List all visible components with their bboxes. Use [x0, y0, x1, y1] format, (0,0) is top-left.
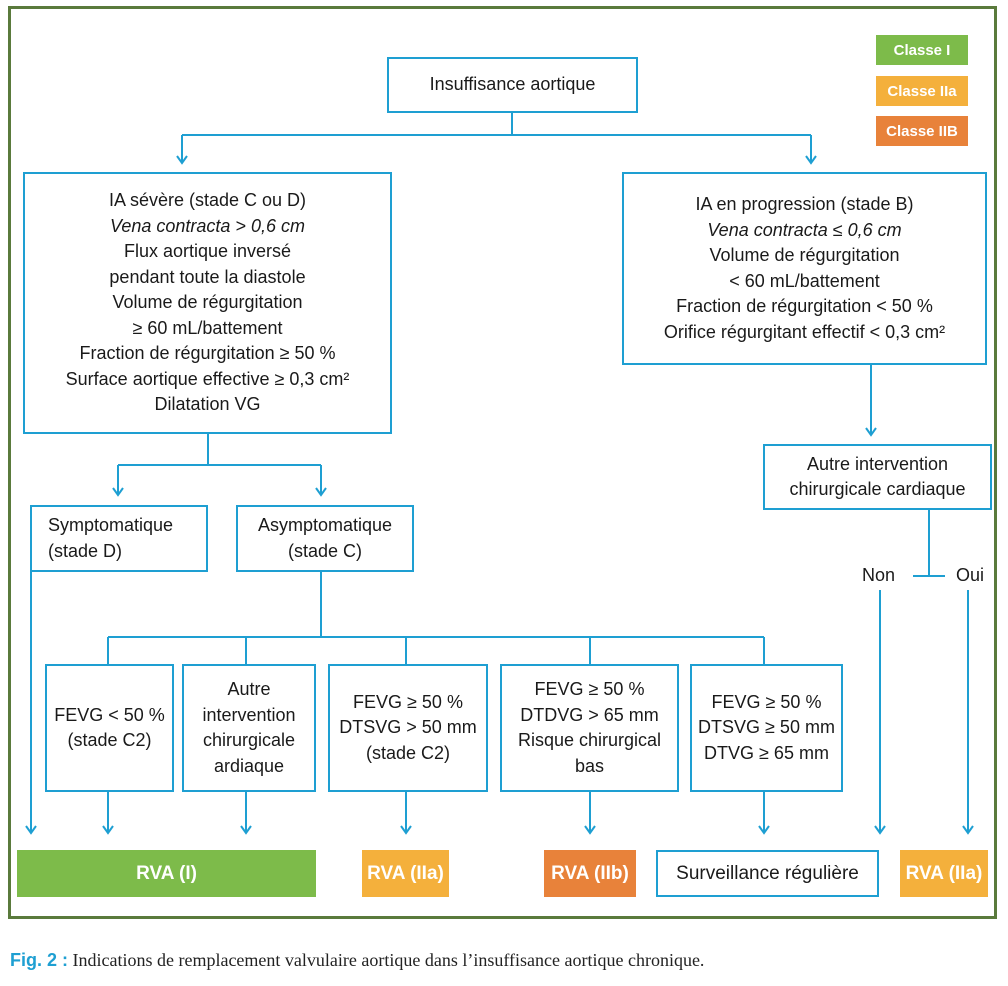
outcome-rva-iib: RVA (IIb)	[544, 850, 636, 897]
node-line: intervention	[202, 704, 296, 725]
node-autre-intervention-droite: Autre intervention chirurgicale cardiaque	[763, 444, 992, 510]
node-fevg-dtdvg-65: FEVG ≥ 50 % DTDVG > 65 mm Risque chirurgic…	[500, 664, 679, 792]
node-line: Fraction de régurgitation < 50 %	[676, 296, 933, 316]
arrow-head	[805, 155, 817, 165]
node-line: Autre intervention	[806, 453, 949, 474]
node-line: DTSVG > 50 mm	[339, 717, 477, 738]
node-line: Surface aortique effective ≥ 0,3 cm²	[65, 368, 350, 389]
node-line: Volume de régurgitation	[709, 245, 900, 265]
arrow-head	[584, 825, 596, 835]
arrow-head	[758, 825, 770, 835]
node-line: bas	[574, 755, 605, 776]
node-fevg-dtsvg-50: FEVG ≥ 50 % DTSVG > 50 mm (stade C2)	[328, 664, 488, 792]
node-line: (stade C)	[287, 540, 363, 561]
arrow-head	[400, 825, 412, 835]
arrow-head	[962, 825, 974, 835]
node-line: Asymptomatique	[257, 515, 393, 535]
node-line: DTSVG ≥ 50 mm	[698, 717, 835, 738]
caption-text: Indications de remplacement valvulaire a…	[68, 950, 705, 970]
node-ia-severe: IA sévère (stade C ou D) Vena contracta >…	[23, 172, 392, 434]
node-line: Symptomatique	[48, 515, 174, 535]
arrow-head	[176, 155, 188, 165]
node-autre-intervention-gauche: Autre intervention chirurgicale ardiaque	[182, 664, 316, 792]
legend-classe-iia: Classe IIa	[876, 76, 968, 106]
arrow-head	[874, 825, 886, 835]
node-line: FEVG < 50 %	[54, 704, 165, 725]
label-oui: Oui	[956, 565, 985, 585]
node-line: Flux aortique inversé	[123, 241, 292, 262]
node-line: pendant toute la diastole	[109, 266, 306, 287]
node-line: Vena contracta > 0,6 cm	[110, 215, 305, 236]
node-line: Fraction de régurgitation ≥ 50 %	[79, 343, 336, 364]
node-line: Insuffisance aortique	[429, 74, 596, 95]
node-symptomatique: Symptomatique (stade D)	[30, 505, 208, 572]
arrow-head	[102, 825, 114, 835]
node-line: Autre	[227, 679, 271, 699]
node-line: FEVG ≥ 50 %	[534, 679, 645, 699]
figure-label: Fig. 2 :	[10, 950, 68, 970]
node-insuffisance-aortique: Insuffisance aortique	[387, 57, 638, 113]
node-line: (stade C2)	[67, 730, 152, 750]
figure-caption: Fig. 2 : Indications de remplacement val…	[10, 950, 704, 971]
label-non: Non	[862, 565, 896, 585]
node-line: (stade D)	[48, 540, 123, 561]
node-line: Orifice régurgitant effectif < 0,3 cm²	[663, 321, 946, 342]
arrow-head	[315, 487, 327, 497]
node-line: Vena contracta ≤ 0,6 cm	[707, 219, 902, 240]
node-line: ≥ 60 mL/battement	[132, 317, 283, 338]
outcome-surveillance: Surveillance régulière	[656, 850, 879, 897]
node-line: DTVG ≥ 65 mm	[704, 742, 829, 763]
node-line: ardiaque	[213, 755, 285, 776]
arrow-head	[865, 427, 877, 437]
node-asymptomatique: Asymptomatique (stade C)	[236, 505, 414, 572]
node-line: < 60 mL/battement	[729, 270, 880, 291]
node-line: Dilatation VG	[154, 394, 261, 415]
node-fevg-inf-50: FEVG < 50 % (stade C2)	[45, 664, 174, 792]
node-line: Risque chirurgical	[517, 730, 662, 750]
node-ia-progression: IA en progression (stade B) Vena contract…	[622, 172, 987, 365]
node-line: IA sévère (stade C ou D)	[108, 190, 307, 211]
arrow-head	[240, 825, 252, 835]
arrow-head	[25, 825, 37, 835]
node-line: Volume de régurgitation	[112, 292, 303, 313]
node-line: chirurgicale cardiaque	[789, 479, 966, 499]
arrow-head	[112, 487, 124, 497]
outcome-rva-i: RVA (I)	[17, 850, 316, 897]
node-line: FEVG ≥ 50 %	[711, 691, 822, 712]
legend-classe-iib: Classe IIB	[876, 116, 968, 146]
node-line: chirurgicale	[202, 730, 296, 750]
figure-frame	[8, 6, 997, 919]
node-fevg-dtvg-65: FEVG ≥ 50 % DTSVG ≥ 50 mm DTVG ≥ 65 mm	[690, 664, 843, 792]
outcome-rva-iia-left: RVA (IIa)	[362, 850, 449, 897]
legend-classe-i: Classe I	[876, 35, 968, 65]
node-line: (stade C2)	[365, 742, 451, 763]
outcome-rva-iia-right: RVA (IIa)	[900, 850, 988, 897]
node-line: IA en progression (stade B)	[695, 194, 914, 214]
node-line: FEVG ≥ 50 %	[353, 691, 463, 712]
node-line: DTDVG > 65 mm	[520, 704, 659, 725]
